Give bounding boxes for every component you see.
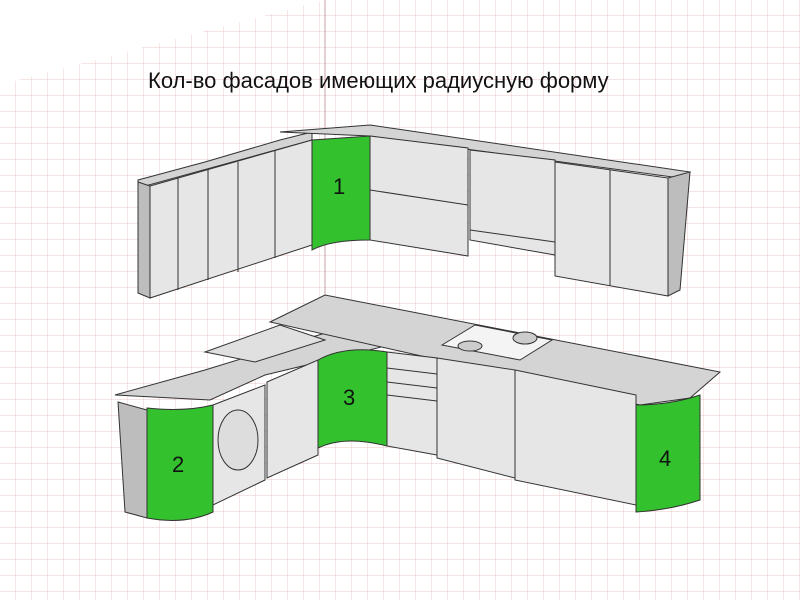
diagram-title: Кол-во фасадов имеющих радиусную форму (148, 68, 609, 93)
base-cabinets-right (268, 294, 722, 506)
upper-cabinets-left (137, 131, 313, 299)
facade-label-4: 4 (659, 446, 671, 471)
facade-label-2: 2 (172, 452, 184, 477)
base-cabinets-left (114, 324, 391, 519)
facade-label-1: 1 (333, 174, 345, 199)
radius-facade-4 (635, 394, 701, 513)
facade-label-3: 3 (343, 385, 355, 410)
upper-cabinets-right (279, 124, 692, 297)
radius-facade-2 (146, 404, 214, 521)
